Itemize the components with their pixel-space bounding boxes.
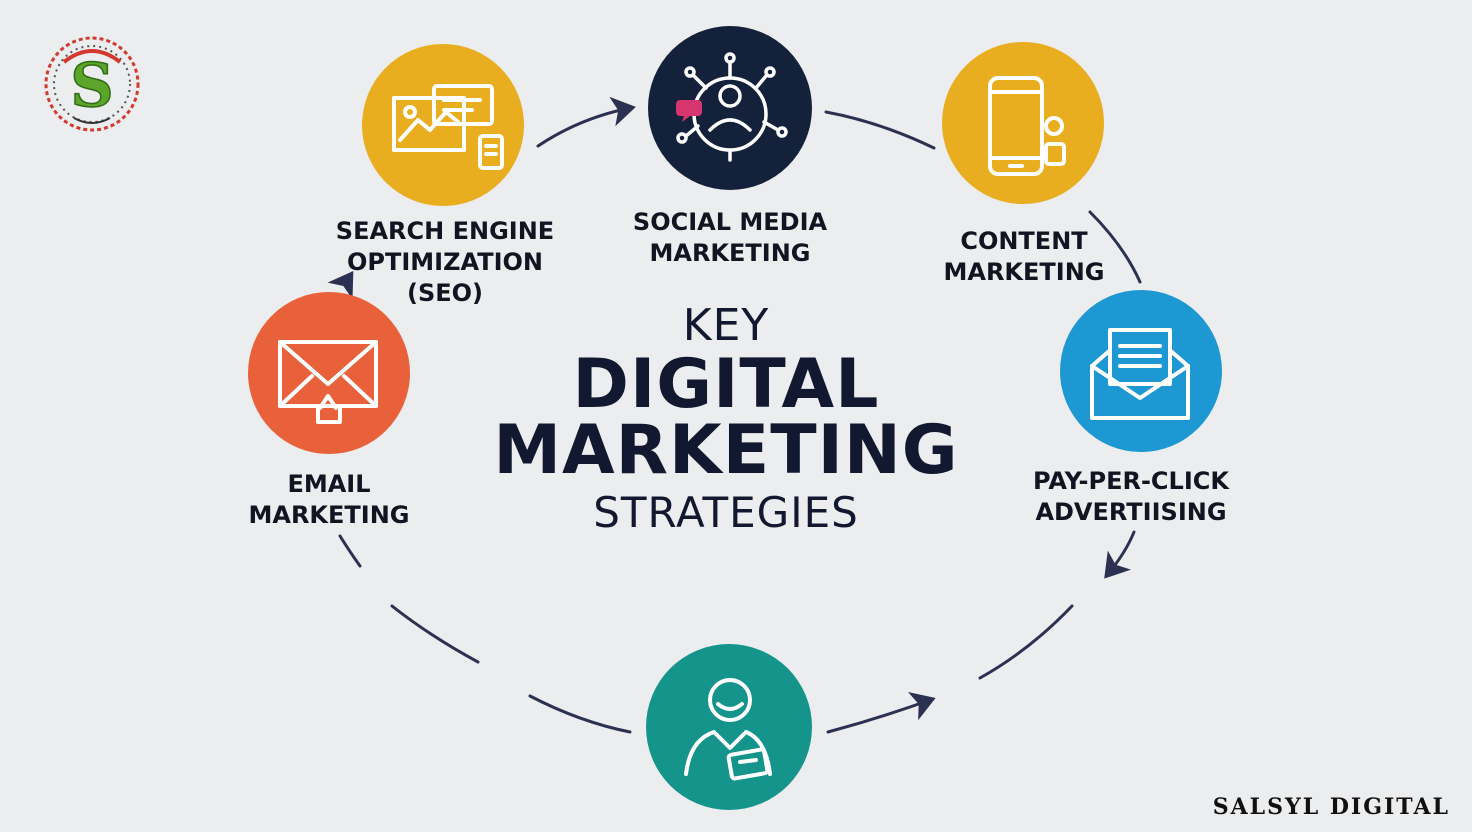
logo-emblem-icon: S: [44, 36, 140, 132]
email-label: EMAIL MARKETING: [224, 469, 434, 531]
smartphone-icon: [988, 76, 1066, 176]
arrow-ppc-down: [1104, 530, 1136, 579]
social-node: [648, 26, 812, 190]
title-strategies: STRATEGIES: [593, 488, 859, 537]
bottom-node: [646, 644, 812, 810]
social-label: SOCIAL MEDIA MARKETING: [600, 207, 860, 269]
seo-label-line: (SEO): [406, 279, 484, 307]
social-network-icon: [676, 52, 788, 162]
email-node: [248, 292, 410, 454]
title-marketing: MARKETING: [493, 411, 959, 490]
email-label-line: MARKETING: [248, 501, 410, 529]
social-label-line: SOCIAL MEDIA: [632, 208, 828, 236]
arrow-ppc-to-bottom: [978, 604, 1074, 680]
seo-label-line: SEARCH ENGINE: [335, 217, 555, 245]
ppc-label-line: PAY-PER-CLICK: [1033, 467, 1229, 495]
arrow-email-to-seo: [327, 271, 354, 300]
email-label-line: EMAIL: [287, 470, 371, 498]
email-icon: [278, 340, 378, 424]
logo-letter: S: [70, 51, 113, 121]
social-label-line: MARKETING: [649, 239, 811, 267]
ppc-label: PAY-PER-CLICK ADVERTIISING: [1006, 466, 1256, 528]
content-node: [942, 42, 1104, 204]
arrow-seo-to-social: [536, 96, 636, 148]
seo-analytics-icon: [392, 84, 504, 170]
arrow-bottom-left: [528, 694, 632, 734]
title-digital: DIGITAL: [572, 345, 880, 424]
envelope-document-icon: [1090, 328, 1190, 420]
content-label-line: CONTENT: [960, 227, 1088, 255]
title-key: KEY: [682, 300, 770, 351]
salsyl-logo: S: [40, 32, 144, 136]
arrow-lower-left: [390, 604, 480, 664]
center-title: KEY DIGITAL MARKETING STRATEGIES: [486, 300, 966, 542]
arrow-social-to-content: [824, 110, 936, 150]
person-card-icon: [684, 678, 772, 781]
seo-label: SEARCH ENGINE OPTIMIZATION (SEO): [320, 216, 570, 309]
seo-label-line: OPTIMIZATION: [346, 248, 543, 276]
arrow-content-to-ppc: [1088, 210, 1142, 284]
brand-watermark: SALSYL DIGITAL: [1212, 794, 1450, 820]
ppc-node: [1060, 290, 1222, 452]
content-label-line: MARKETING: [943, 258, 1105, 286]
seo-node: [362, 44, 524, 206]
ppc-label-line: ADVERTIISING: [1035, 498, 1227, 526]
content-label: CONTENT MARKETING: [904, 226, 1144, 288]
arrow-email-down: [338, 534, 362, 568]
arrow-bottom-entry: [826, 691, 936, 734]
